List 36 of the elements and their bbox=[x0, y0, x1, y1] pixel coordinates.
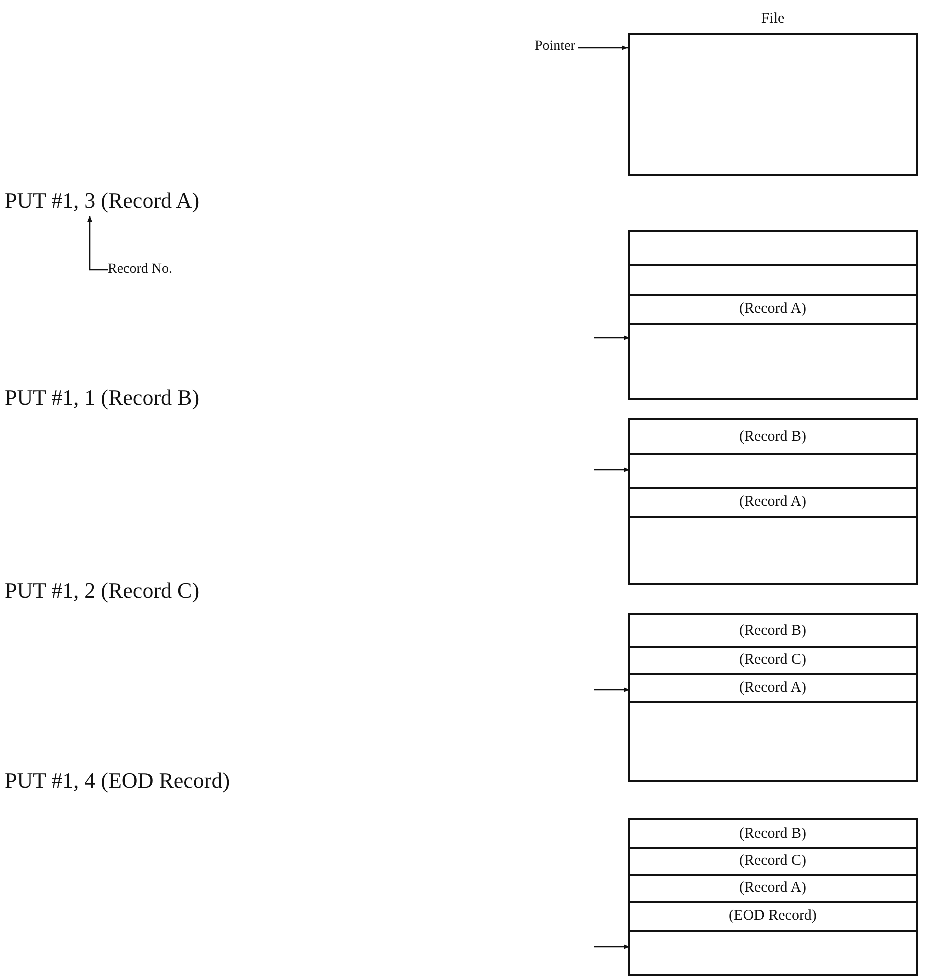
pointer-label: Pointer bbox=[535, 39, 576, 55]
record-slot bbox=[630, 295, 916, 324]
record-slot bbox=[630, 875, 916, 902]
record-text: (Record A) bbox=[739, 880, 807, 897]
record-text: (Record C) bbox=[739, 853, 807, 870]
record-slot bbox=[630, 454, 916, 488]
file-box bbox=[628, 818, 918, 976]
record-text: (Record A) bbox=[739, 494, 807, 511]
file-box bbox=[628, 613, 918, 782]
statement-text: PUT #1, 4 (EOD Record) bbox=[5, 768, 230, 794]
pointer-arrow bbox=[594, 688, 630, 692]
pointer-arrow bbox=[594, 468, 630, 472]
record-text: (Record B) bbox=[739, 428, 807, 446]
annotation-label: Record No. bbox=[108, 262, 173, 278]
record-slot bbox=[630, 674, 916, 702]
pointer-arrow bbox=[594, 944, 630, 950]
file-box bbox=[628, 230, 918, 400]
record-slot bbox=[630, 848, 916, 875]
file-box bbox=[628, 418, 918, 585]
pointer-arrow bbox=[594, 336, 630, 340]
record-text: (Record C) bbox=[739, 652, 807, 669]
record-slot bbox=[630, 647, 916, 674]
file-heading: File bbox=[760, 11, 786, 28]
record-slot bbox=[630, 902, 916, 931]
record-text: (Record B) bbox=[739, 826, 807, 842]
record-text: (Record B) bbox=[739, 622, 807, 640]
leader-line bbox=[88, 216, 108, 271]
pointer-arrow bbox=[578, 46, 628, 50]
record-text: (Record A) bbox=[739, 301, 807, 318]
record-text: (EOD Record) bbox=[729, 908, 817, 925]
statement-text: PUT #1, 3 (Record A) bbox=[5, 188, 200, 214]
statement-text: PUT #1, 2 (Record C) bbox=[5, 578, 200, 604]
record-slot bbox=[630, 488, 916, 517]
record-slot bbox=[630, 265, 916, 295]
record-text: (Record A) bbox=[739, 680, 807, 696]
statement-text: PUT #1, 1 (Record B) bbox=[5, 385, 200, 411]
